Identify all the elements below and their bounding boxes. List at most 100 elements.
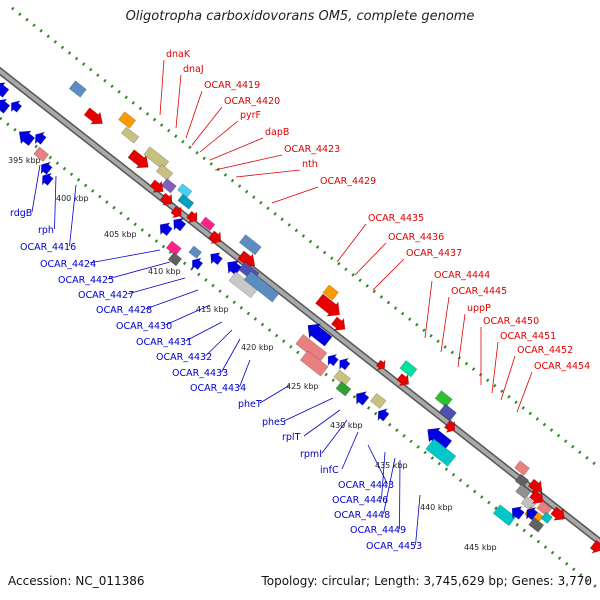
reverse-gene-16 [192,257,204,270]
forward-gene-19 [322,284,339,301]
forward-gene-label-3: OCAR_4419 [204,80,260,91]
reverse-gene-24 [299,350,329,377]
forward-gene-4 [120,126,140,144]
forward-gene-label-5: pyrF [240,110,261,121]
reverse-label-leader-14 [283,397,334,422]
forward-label-leader-2 [175,74,182,129]
forward-gene-12 [159,192,173,206]
forward-label-leader-5 [199,120,239,153]
reverse-gene-1-shape [0,82,10,98]
reverse-gene-label-21: OCAR_4449 [350,525,406,536]
reverse-gene-label-12: OCAR_4434 [190,383,246,394]
forward-gene-11 [149,179,164,193]
outer-forward-boundary [11,6,600,470]
kbp-tick-label-11: 445 kbp [464,543,497,552]
forward-gene-5 [127,149,149,169]
reverse-gene-29-shape [356,391,370,406]
reverse-label-leader-10 [205,329,233,357]
forward-gene-label-15: uppP [467,303,491,314]
accession-label: Accession: [8,574,72,588]
reverse-gene-label-10: OCAR_4432 [156,352,212,363]
forward-gene-23-shape [399,360,418,378]
reverse-gene-37-shape [528,517,545,533]
reverse-gene-22 [307,323,333,347]
reverse-gene-label-19: OCAR_4446 [332,495,388,506]
forward-gene-22-shape [375,359,386,371]
forward-gene-2 [83,107,103,125]
forward-gene-19-shape [322,284,339,301]
reverse-gene-11-shape [159,222,173,237]
forward-gene-label-2: dnaJ [183,64,204,75]
reverse-gene-34-shape [492,504,517,527]
reverse-gene-34 [492,504,517,527]
kbp-tick-label-10: 440 kbp [420,503,453,512]
reverse-gene-36 [526,506,538,521]
reverse-label-leader-4 [89,249,161,264]
reverse-gene-28-shape [335,381,352,397]
forward-gene-20 [315,293,340,317]
forward-gene-3-shape [118,111,137,129]
reverse-gene-label-20: OCAR_4448 [334,510,390,521]
reverse-gene-label-17: infC [320,465,339,476]
forward-gene-label-19: OCAR_4454 [534,361,590,372]
reverse-gene-5 [11,100,23,113]
reverse-gene-label-16: rpmI [300,449,322,460]
reverse-gene-label-22: OCAR_4453 [366,541,422,552]
reverse-gene-15 [188,245,203,259]
reverse-gene-29 [356,391,370,406]
forward-gene-8-shape [160,178,177,194]
reverse-gene-label-4: OCAR_4424 [40,259,96,270]
reverse-gene-label-2: rph [38,225,54,236]
reverse-label-leader-1 [31,164,41,213]
forward-gene-30-shape [515,484,532,500]
reverse-gene-13 [165,240,182,256]
forward-gene-27 [443,420,456,433]
forward-label-leader-11 [354,242,387,276]
reverse-gene-24-shape [299,350,329,377]
forward-label-leader-18 [500,355,516,401]
kbp-tick-label-1: 395 kbp [8,156,41,165]
forward-gene-23 [399,360,418,378]
forward-gene-15-shape [200,216,216,232]
forward-label-leader-3 [185,90,203,139]
forward-gene-24 [396,373,410,387]
kbp-tick-label-4: 410 kbp [148,267,181,276]
reverse-label-leader-21 [399,459,401,530]
reverse-label-leader-13 [259,384,291,404]
forward-gene-2-shape [83,107,103,125]
reverse-gene-13-shape [165,240,182,256]
reverse-gene-31-shape [377,408,390,422]
forward-gene-34-shape [528,489,544,504]
reverse-gene-30 [369,392,387,409]
reverse-gene-12 [173,217,187,232]
forward-gene-9-shape [177,183,193,198]
forward-gene-26 [438,403,457,421]
genes-value: 3,770 [557,574,592,588]
forward-gene-38 [589,539,600,554]
forward-gene-15 [200,216,216,232]
kbp-tick-label-2: 400 kbp [56,194,89,203]
forward-gene-36 [540,511,553,524]
reverse-gene-26-shape [339,357,351,371]
reverse-label-leader-19 [381,451,386,500]
forward-gene-37-shape [550,506,565,521]
forward-gene-14-shape [186,210,198,224]
reverse-gene-10-shape [41,172,54,186]
forward-gene-27-shape [443,420,456,433]
forward-gene-29-shape [514,473,530,488]
kbp-tick-label-5: 415 kbp [196,305,229,314]
kbp-tick-label-9: 435 kbp [375,461,408,470]
forward-gene-17 [238,234,262,256]
map-title: Oligotropha carboxidovorans OM5, complet… [125,9,475,24]
forward-gene-13 [170,206,182,219]
reverse-gene-37 [528,517,545,533]
forward-gene-label-6: dapB [265,127,289,138]
forward-gene-17-shape [238,234,262,256]
forward-gene-11-shape [149,179,164,193]
forward-gene-20-shape [315,293,340,317]
forward-gene-28-shape [514,460,530,476]
reverse-gene-16-shape [192,257,204,270]
reverse-gene-14-shape [167,252,183,267]
